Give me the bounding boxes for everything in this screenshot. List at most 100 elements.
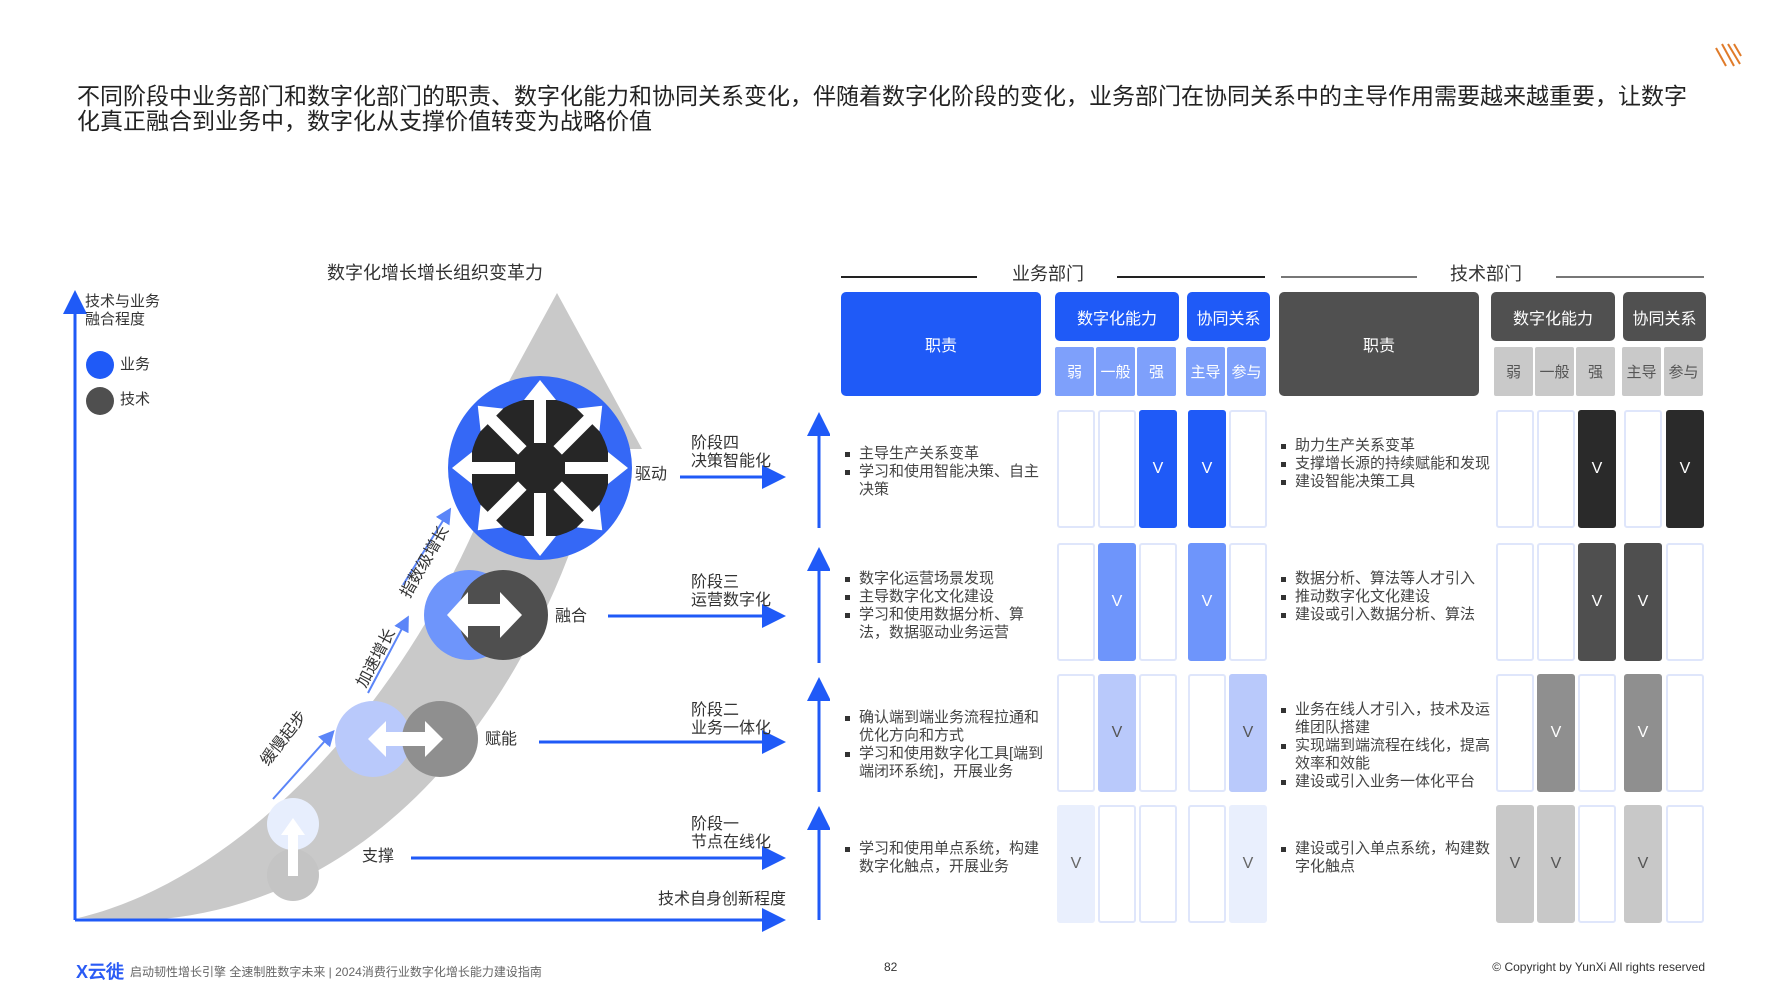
biz-capability-header: 数字化能力 — [1055, 292, 1179, 341]
divider — [1281, 276, 1417, 278]
tech-level-header: 参与 — [1664, 347, 1703, 396]
duty-item: 数据分析、算法等人才引入 — [1281, 570, 1491, 588]
tech-cell-empty — [1537, 543, 1575, 661]
stage4-name: 决策智能化 — [691, 453, 772, 470]
tech-cell-empty — [1666, 805, 1704, 923]
tech-level-header: 主导 — [1622, 347, 1661, 396]
y-axis-label-line1: 技术与业务 — [85, 293, 161, 310]
biz-cell-empty — [1057, 543, 1095, 661]
biz-cell-empty — [1057, 674, 1095, 792]
stage1-label: 阶段一 — [691, 816, 740, 833]
x-axis-label: 技术自身创新程度 — [658, 891, 787, 908]
tech-cell-empty — [1578, 674, 1616, 792]
tech-cell-checked: V — [1496, 805, 1534, 923]
tech-level-header: 强 — [1576, 347, 1615, 396]
hatch-decoration-icon — [1715, 43, 1742, 67]
duty-item: 学习和使用数字化工具[端到端闭环系统]，开展业务 — [845, 745, 1050, 781]
tech-cell-checked: V — [1624, 805, 1662, 923]
biz-cell-empty — [1098, 410, 1136, 528]
legend-tech-dot — [86, 387, 114, 415]
mode-enable: 赋能 — [485, 731, 518, 748]
duty-item: 数字化运营场景发现 — [845, 570, 1050, 588]
biz-level-header: 一般 — [1096, 347, 1135, 396]
accelerate-arrow — [367, 615, 409, 694]
biz-cell-empty — [1139, 674, 1177, 792]
biz-cell-checked: V — [1229, 805, 1267, 923]
tech-dept-heading: 技术部门 — [1450, 264, 1522, 284]
duty-item: 建设或引入单点系统，构建数字化触点 — [1281, 840, 1491, 876]
exponential-arrow — [402, 507, 452, 586]
biz-level-header: 参与 — [1227, 347, 1266, 396]
legend-tech-label: 技术 — [120, 391, 151, 408]
stage2-name: 业务一体化 — [691, 720, 772, 737]
page-title: 不同阶段中业务部门和数字化部门的职责、数字化能力和协同关系变化，伴随着数字化阶段… — [77, 83, 1687, 134]
tech-duties-list: 建设或引入单点系统，构建数字化触点 — [1281, 840, 1491, 876]
biz-level-header: 主导 — [1186, 347, 1225, 396]
tech-cell-empty — [1666, 543, 1704, 661]
biz-level-header: 弱 — [1055, 347, 1094, 396]
duty-item: 建设智能决策工具 — [1281, 473, 1491, 491]
tech-cell-empty — [1578, 805, 1616, 923]
biz-cell-checked: V — [1139, 410, 1177, 528]
stage1-name: 节点在线化 — [691, 834, 772, 851]
biz-cell-empty — [1188, 674, 1226, 792]
biz-cell-empty — [1188, 805, 1226, 923]
duty-item: 建设或引入业务一体化平台 — [1281, 773, 1491, 791]
duty-item: 助力生产关系变革 — [1281, 437, 1491, 455]
tech-cell-empty — [1496, 674, 1534, 792]
mode-drive: 驱动 — [635, 466, 668, 483]
business-dept-heading: 业务部门 — [1012, 264, 1084, 284]
mode-support: 支撑 — [362, 848, 395, 865]
tech-level-header: 一般 — [1535, 347, 1574, 396]
stage3-name: 运营数字化 — [691, 592, 772, 609]
duty-item: 确认端到端业务流程拉通和优化方向和方式 — [845, 709, 1050, 745]
copyright: © Copyright by YunXi All rights reserved — [1492, 960, 1705, 974]
biz-cell-empty — [1229, 410, 1267, 528]
tech-cell-checked: V — [1666, 410, 1704, 528]
biz-cell-empty — [1139, 805, 1177, 923]
duty-item: 推动数字化文化建设 — [1281, 588, 1491, 606]
biz-cell-empty — [1057, 410, 1095, 528]
tech-cell-checked: V — [1537, 805, 1575, 923]
tech-collab-header: 协同关系 — [1623, 292, 1706, 341]
tech-cell-checked: V — [1624, 543, 1662, 661]
tech-duties-list: 助力生产关系变革支撑增长源的持续赋能和发现建设智能决策工具 — [1281, 437, 1491, 491]
tech-cell-checked: V — [1624, 674, 1662, 792]
biz-cell-checked: V — [1098, 674, 1136, 792]
yunxi-logo: X云徙 — [76, 962, 125, 982]
radiating-arrows-icon — [452, 380, 628, 556]
tech-duties-list: 数据分析、算法等人才引入推动数字化文化建设建设或引入数据分析、算法 — [1281, 570, 1491, 624]
biz-cell-empty — [1139, 543, 1177, 661]
biz-duties-list: 确认端到端业务流程拉通和优化方向和方式学习和使用数字化工具[端到端闭环系统]，开… — [845, 709, 1050, 781]
diagram-title: 数字化增长增长组织变革力 — [327, 263, 543, 283]
up-arrow-icon — [281, 818, 305, 876]
biz-duties-list: 数字化运营场景发现主导数字化文化建设学习和使用数据分析、算法，数据驱动业务运营 — [845, 570, 1050, 642]
biz-level-header: 强 — [1137, 347, 1176, 396]
double-arrow-icon — [368, 721, 443, 757]
duty-item: 建设或引入数据分析、算法 — [1281, 606, 1491, 624]
tech-level-header: 弱 — [1494, 347, 1533, 396]
biz-cell-checked: V — [1098, 543, 1136, 661]
divider — [1117, 276, 1265, 278]
biz-cell-checked: V — [1188, 543, 1226, 661]
page-number: 82 — [884, 960, 898, 974]
tech-cell-empty — [1537, 410, 1575, 528]
duty-item: 支撑增长源的持续赋能和发现 — [1281, 455, 1491, 473]
biz-cell-empty — [1229, 543, 1267, 661]
tech-capability-header: 数字化能力 — [1491, 292, 1615, 341]
fusion-arrow-icon — [447, 592, 522, 638]
stage3-label: 阶段三 — [691, 574, 740, 591]
biz-cell-checked: V — [1188, 410, 1226, 528]
biz-cell-empty — [1098, 805, 1136, 923]
biz-cell-checked: V — [1057, 805, 1095, 923]
tech-duties-list: 业务在线人才引入，技术及运维团队搭建实现端到端流程在线化，提高效率和效能建设或引… — [1281, 701, 1491, 791]
duty-item: 业务在线人才引入，技术及运维团队搭建 — [1281, 701, 1491, 737]
tech-cell-empty — [1496, 410, 1534, 528]
stage4-label: 阶段四 — [691, 435, 740, 452]
biz-duties-list: 学习和使用单点系统，构建数字化触点，开展业务 — [845, 840, 1050, 876]
duty-item: 学习和使用数据分析、算法，数据驱动业务运营 — [845, 606, 1050, 642]
divider — [1556, 276, 1704, 278]
stage2-label: 阶段二 — [691, 702, 740, 719]
slow-start-arrow — [272, 730, 335, 800]
duty-item: 主导数字化文化建设 — [845, 588, 1050, 606]
